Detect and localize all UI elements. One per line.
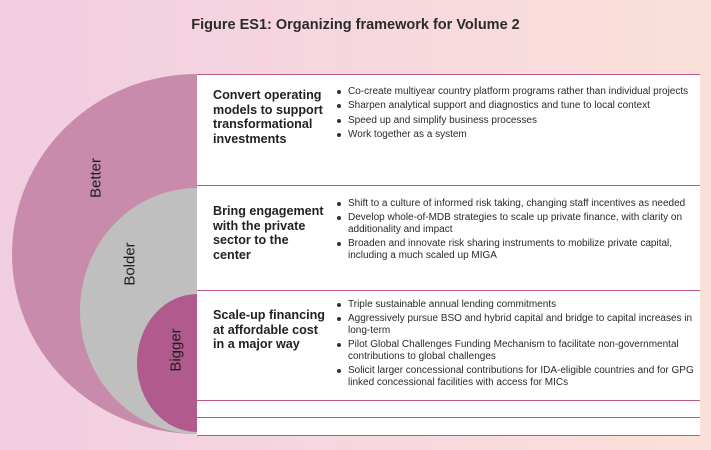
- bullet-item: Solicit larger concessional contribution…: [337, 365, 697, 388]
- row-heading: Convert operating models to support tran…: [213, 88, 323, 146]
- row-bullet-list: Co-create multiyear country platform pro…: [337, 86, 697, 144]
- bullet-item: Aggressively pursue BSO and hybrid capit…: [337, 313, 697, 336]
- row-heading: Bring engagement with the private sector…: [213, 204, 324, 262]
- framework-row-bigger: Scale-up financing at affordable cost in…: [197, 290, 700, 400]
- bullet-item: Work together as a system: [337, 129, 697, 141]
- row-heading: Scale-up financing at affordable cost in…: [213, 308, 325, 351]
- bullet-item: Triple sustainable annual lending commit…: [337, 299, 697, 311]
- bullet-item: Sharpen analytical support and diagnosti…: [337, 100, 697, 112]
- separator-top: [197, 74, 700, 75]
- separator-row2: [197, 290, 700, 291]
- ring-bigger: [137, 294, 197, 432]
- framework-row-bolder: Bring engagement with the private sector…: [197, 185, 700, 290]
- ring-label-bigger: Bigger: [167, 328, 185, 372]
- ring-label-better: Better: [87, 157, 105, 199]
- bullet-item: Develop whole-of-MDB strategies to scale…: [337, 212, 697, 235]
- bullet-item: Pilot Global Challenges Funding Mechanis…: [337, 339, 697, 362]
- bullet-item: Co-create multiyear country platform pro…: [337, 86, 697, 98]
- bullet-item: Speed up and simplify business processes: [337, 115, 697, 127]
- separator-row4: [197, 417, 700, 418]
- separator-bottom: [197, 435, 700, 436]
- figure-title: Figure ES1: Organizing framework for Vol…: [191, 17, 520, 33]
- row-bullet-list: Shift to a culture of informed risk taki…: [337, 198, 697, 264]
- bullet-item: Broaden and innovate risk sharing instru…: [337, 238, 697, 261]
- bullet-item: Shift to a culture of informed risk taki…: [337, 198, 697, 210]
- framework-table: [197, 74, 700, 436]
- separator-row1: [197, 185, 700, 186]
- row-bullet-list: Triple sustainable annual lending commit…: [337, 299, 697, 391]
- ring-label-bolder: Bolder: [121, 242, 139, 286]
- separator-row3: [197, 400, 700, 401]
- framework-row-better: Convert operating models to support tran…: [197, 74, 700, 185]
